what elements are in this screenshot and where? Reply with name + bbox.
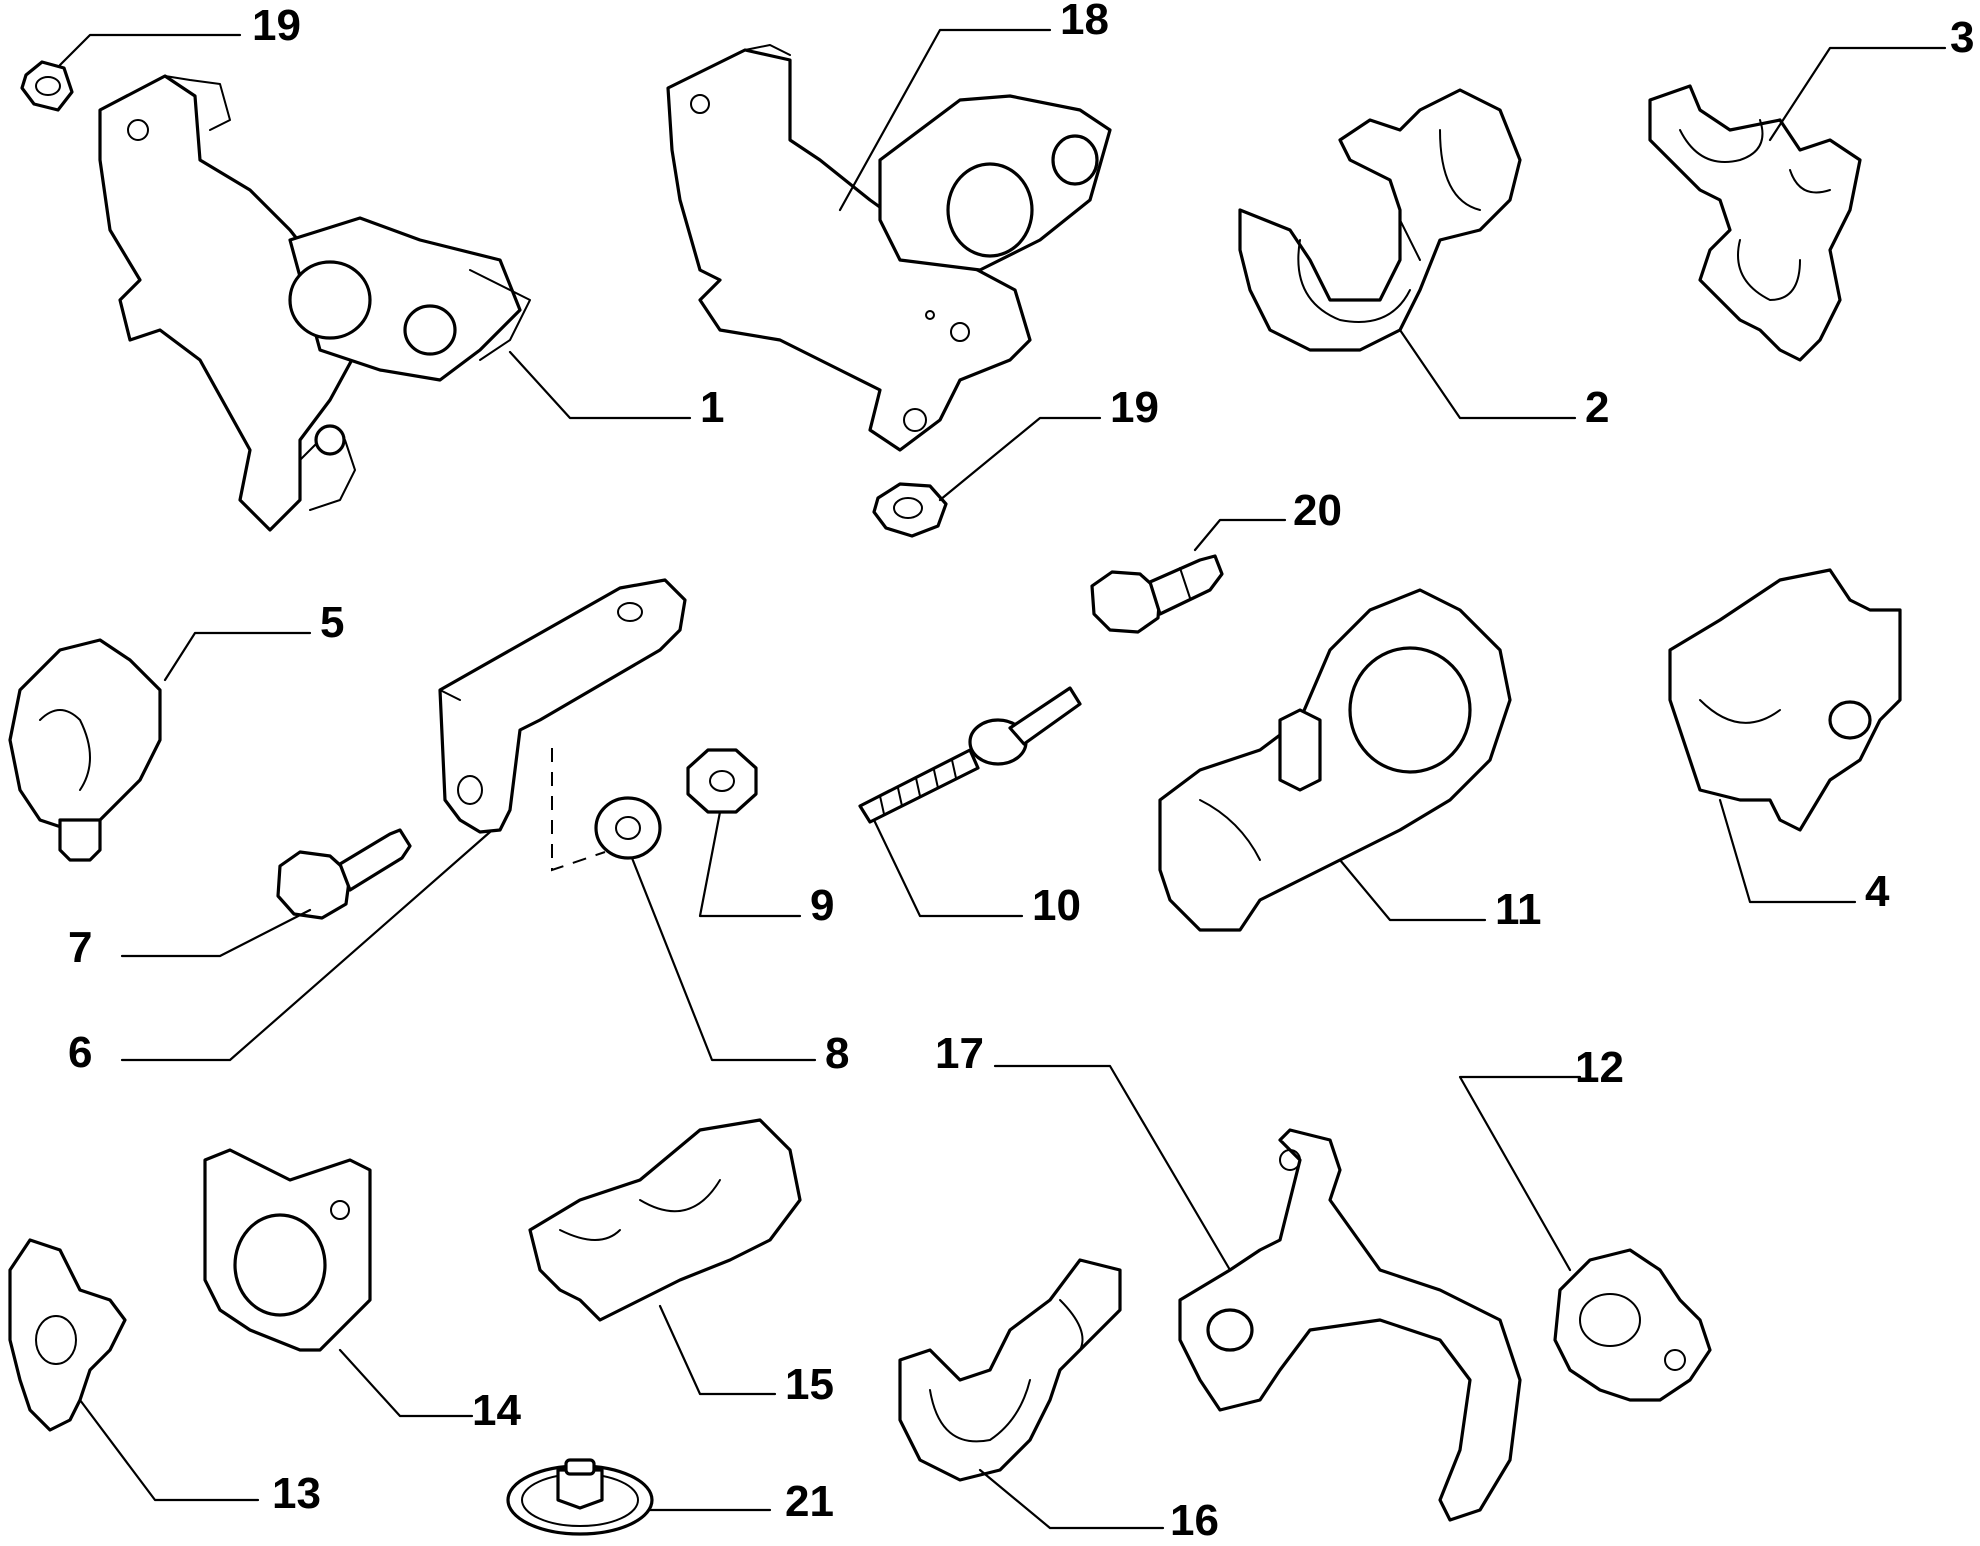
callout-16: 16 xyxy=(1170,1496,1219,1545)
callout-14: 14 xyxy=(472,1386,521,1435)
callout-labels: 19 18 3 1 19 2 20 5 4 9 10 11 7 6 8 17 1… xyxy=(68,0,1974,1545)
callout-1: 1 xyxy=(700,383,724,432)
part-19-nut-top xyxy=(20,60,74,112)
callout-11: 11 xyxy=(1495,885,1542,934)
part-4-block-clamp xyxy=(1668,568,1902,832)
callout-18: 18 xyxy=(1060,0,1109,44)
callout-10: 10 xyxy=(1032,881,1081,930)
callout-19-middle: 19 xyxy=(1110,383,1159,432)
part-11-clamp-ring xyxy=(1158,588,1512,932)
part-19-nut-middle xyxy=(872,482,948,538)
callout-17: 17 xyxy=(935,1029,984,1078)
part-16-double-clip xyxy=(898,1258,1122,1482)
callout-4: 4 xyxy=(1865,867,1890,916)
callout-5: 5 xyxy=(320,598,344,647)
callout-21: 21 xyxy=(785,1477,834,1526)
part-6-angle-bracket xyxy=(438,578,687,834)
part-1-bracket-clamp xyxy=(98,74,531,532)
part-7-bolt xyxy=(276,828,412,920)
part-9-nut xyxy=(686,748,758,814)
part-18-bracket-double-clamp xyxy=(666,44,1112,452)
callout-13: 13 xyxy=(272,1469,321,1518)
part-5-small-clip xyxy=(8,638,162,862)
part-21-push-fastener xyxy=(506,1458,654,1536)
part-12-p-clip xyxy=(1553,1248,1712,1402)
part-3-multi-clip xyxy=(1648,84,1862,362)
part-17-bracket-clip xyxy=(1178,1128,1522,1522)
part-15-double-clamp xyxy=(528,1118,802,1322)
callout-9: 9 xyxy=(810,881,834,930)
callout-2: 2 xyxy=(1585,383,1609,432)
callout-3: 3 xyxy=(1950,13,1974,62)
callout-8: 8 xyxy=(825,1029,849,1078)
callout-20: 20 xyxy=(1293,486,1342,535)
part-2-double-clip xyxy=(1238,88,1522,352)
part-8-washer xyxy=(594,796,662,860)
callout-6: 6 xyxy=(68,1028,92,1077)
callout-19-top: 19 xyxy=(252,1,301,50)
part-13-small-clip xyxy=(8,1238,127,1432)
callout-12: 12 xyxy=(1575,1043,1624,1092)
part-20-bolt xyxy=(1090,554,1224,634)
callout-15: 15 xyxy=(785,1360,834,1409)
alignment-dashed-line xyxy=(551,748,606,872)
part-14-block-clamp xyxy=(203,1148,372,1352)
part-10-stud xyxy=(858,686,1082,824)
callout-7: 7 xyxy=(68,923,92,972)
leader-lines xyxy=(58,28,1947,1530)
